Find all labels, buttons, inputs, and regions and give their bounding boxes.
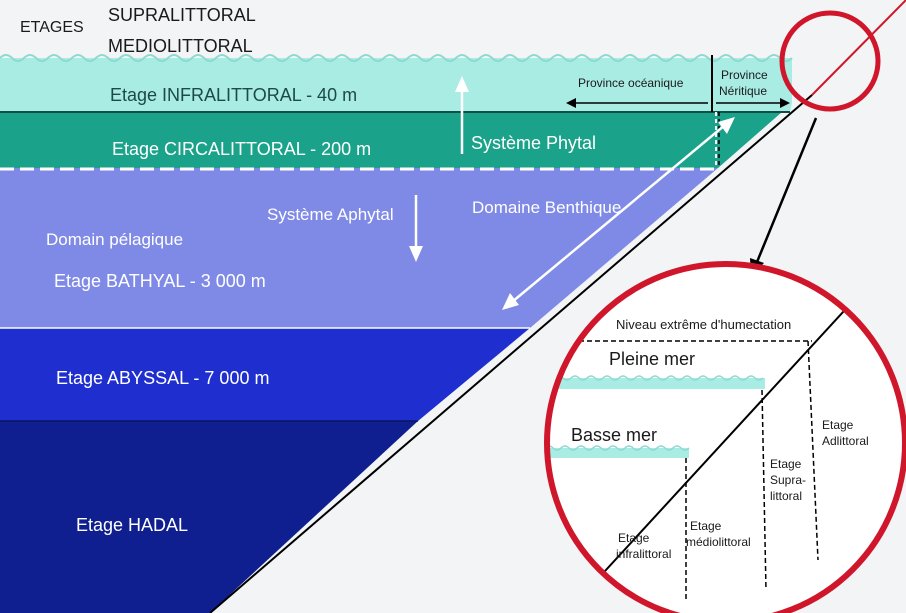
- province-oceanique-label: Province océanique: [578, 76, 684, 90]
- mediolittoral-inset-label-1: Etage: [690, 519, 722, 533]
- infralittoral-inset-label-1: Etage: [618, 531, 650, 545]
- systeme-phytal-label: Système Phytal: [471, 133, 597, 153]
- inset-circle-border: [544, 261, 906, 613]
- abyssal-band: [0, 328, 530, 421]
- hadal-label: Etage HADAL: [76, 515, 189, 535]
- basse-mer-wave: [547, 445, 690, 451]
- supralittoral-boundary: [761, 389, 767, 591]
- adlittoral-boundary: [807, 340, 819, 561]
- inset-detail: [544, 261, 906, 613]
- pleine-mer-wave: [554, 375, 764, 381]
- mediolittoral-label: MEDIOLITTORAL: [108, 36, 253, 56]
- adlittoral-label-1: Etage: [822, 418, 854, 432]
- systeme-phytal-arrowhead: [455, 76, 469, 92]
- infralittoral-inset-label-2: infralittoral: [616, 547, 672, 561]
- infralittoral-label: Etage INFRALITTORAL - 40 m: [110, 85, 358, 105]
- domaine-benthique-arrowhead-top: [718, 117, 735, 134]
- systeme-aphytal-arrowhead: [409, 246, 423, 262]
- province-neritique-arrowhead: [780, 98, 790, 108]
- niveau-extreme-label: Niveau extrême d'humectation: [616, 317, 792, 332]
- continental-slope-line: [209, 94, 813, 613]
- province-neritique-label-2: Néritique: [719, 84, 768, 98]
- supralittoral-inset-label-3: littoral: [770, 489, 803, 503]
- basse-mer-water: [547, 448, 689, 458]
- domaine-benthique-arrow: [511, 124, 726, 303]
- pleine-mer-label: Pleine mer: [609, 349, 696, 369]
- province-neritique-label-1: Province: [721, 68, 768, 82]
- zoom-pointer-arrow: [755, 117, 818, 263]
- mediolittoral-inset-label-2: médiolittoral: [686, 535, 751, 549]
- coastline-extension: [811, 0, 906, 96]
- supralittoral-inset-label-1: Etage: [770, 457, 802, 471]
- hadal-band: [0, 421, 418, 613]
- supralittoral-label: SUPRALITTORAL: [108, 5, 256, 25]
- basse-mer-label: Basse mer: [571, 425, 658, 445]
- domain-pelagique-label: Domain pélagique: [46, 230, 184, 249]
- domaine-benthique-label: Domaine Benthique: [472, 198, 622, 217]
- infralittoral-band: [0, 58, 792, 112]
- systeme-aphytal-label: Système Aphytal: [267, 205, 394, 224]
- province-oceanique-arrowhead: [566, 98, 576, 108]
- sea-surface-wave: [0, 54, 793, 62]
- supralittoral-inset-label-2: Supra-: [770, 473, 807, 487]
- circalittoral-band: [0, 112, 782, 168]
- etages-label: ETAGES: [20, 19, 84, 36]
- adlittoral-label-2: Adlittoral: [822, 434, 869, 448]
- abyssal-label: Etage ABYSSAL - 7 000 m: [56, 368, 270, 388]
- domaine-benthique-arrowhead-bottom: [502, 293, 519, 310]
- circalittoral-label: Etage CIRCALITTORAL - 200 m: [112, 139, 372, 159]
- pleine-mer-water: [555, 378, 765, 389]
- bathyal-label: Etage BATHYAL - 3 000 m: [54, 271, 266, 291]
- coast-highlight-circle: [779, 10, 881, 112]
- bathyal-band: [0, 168, 718, 328]
